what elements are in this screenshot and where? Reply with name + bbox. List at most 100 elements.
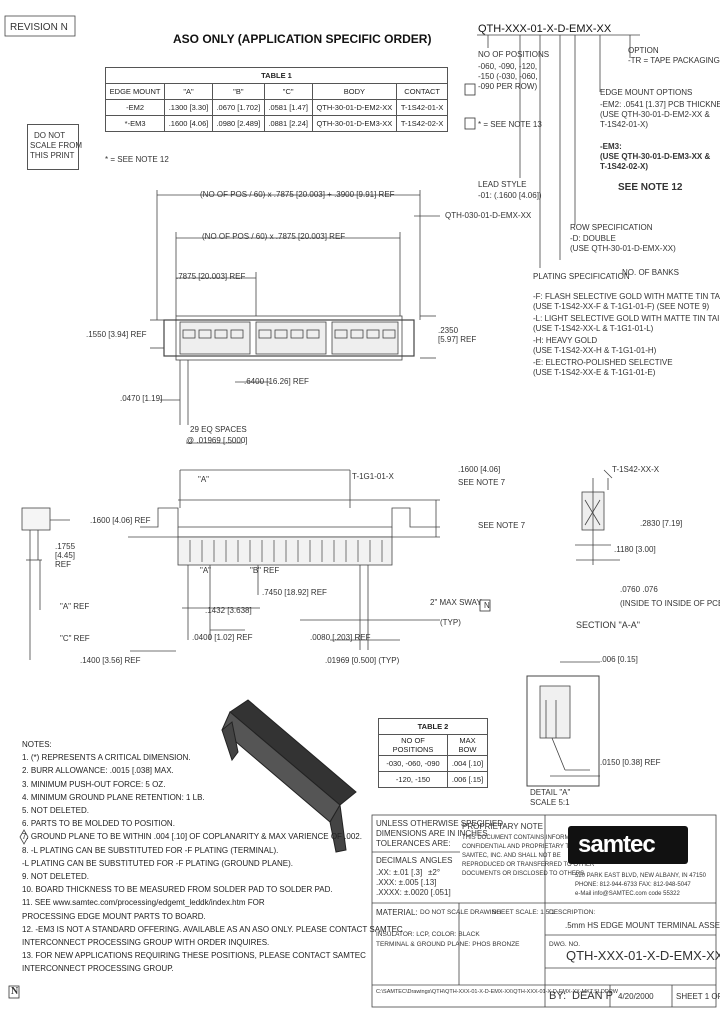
proprietary-line: CONFIDENTIAL AND PROPRIETARY TO <box>462 844 574 850</box>
em3-callout-title: -EM3: <box>600 142 622 151</box>
detail-label: DETAIL "A" <box>530 788 571 797</box>
dim-7450: .7450 [18.92] REF <box>262 588 327 597</box>
dim-spaces-pitch: @ .01969 [.5000] <box>186 436 248 445</box>
dim-sway: 2" MAX SWAY <box>430 598 482 607</box>
plating-line: (USE T-1S42-XX-H & T-1G1-01-H) <box>533 346 657 355</box>
table-cell: T-1S42-02-X <box>396 115 448 132</box>
table-1-header-cell: EDGE MOUNT <box>104 83 166 100</box>
plating-title: PLATING SPECIFICATION <box>533 272 630 281</box>
dim-t1g1: T-1G1-01-X <box>352 472 394 481</box>
section-1180: .1180 [3.00] <box>614 545 656 554</box>
note-item: 11. SEE www.samtec.com/processing/edgemt… <box>22 898 265 908</box>
table-cell: -120, -150 <box>377 771 449 788</box>
section-inside-pcb: (INSIDE TO INSIDE OF PCB) <box>620 599 720 608</box>
dim-side-height: .1755 [4.45] REF <box>55 542 76 569</box>
notes-block: NOTES: 1. (*) REPRESENTS A CRITICAL DIME… <box>22 738 403 976</box>
positions-callout-line: -150 (-030, -060, <box>478 72 538 81</box>
address-line: e-Mail info@SAMTEC.com code 55322 <box>575 891 680 897</box>
material-line: INSULATOR: LCP, COLOR: BLACK <box>376 931 480 938</box>
table-cell: .0980 [2.489] <box>211 115 265 132</box>
table-1-header-cell: BODY <box>311 83 398 100</box>
do-not-scale-drawing: DO NOT SCALE DRAWING <box>420 909 502 916</box>
dim-sway-typ: (TYP) <box>440 618 461 627</box>
option-callout-title: OPTION <box>628 46 659 55</box>
address-line: PHONE: 812-944-6733 FAX: 812-948-5047 <box>575 882 691 888</box>
scale-note-line: THIS PRINT <box>30 151 75 160</box>
detail-0150: .0150 [0.38] REF <box>600 758 661 767</box>
row-spec-line: (USE QTH-30-01-D-EMX-XX) <box>570 244 676 253</box>
dim-1432: .1432 [3.638] <box>205 606 252 615</box>
note-item: 1. (*) REPRESENTS A CRITICAL DIMENSION. <box>22 753 191 763</box>
note-item: PROCESSING EDGE MOUNT PARTS TO BOARD. <box>22 911 206 921</box>
em3-see-note: SEE NOTE 12 <box>618 182 683 193</box>
dwg-no-label: DWG. NO. <box>549 941 581 948</box>
table-cell: .006 [.15] <box>447 771 488 788</box>
dim-bank: (NO OF POS / 60) x .7875 [20.003] REF <box>202 232 346 241</box>
note-item: 5. NOT DELETED. <box>22 806 89 816</box>
material-label: MATERIAL: <box>376 908 418 917</box>
see-note-13: * = SEE NOTE 13 <box>478 120 542 129</box>
table-cell: -EM2 <box>104 99 166 116</box>
tol-decimals: DECIMALS <box>376 856 417 865</box>
tolerance-line: UNLESS OTHERWISE SPECIFIED, <box>376 819 506 828</box>
tolerance-line: TOLERANCES ARE: <box>376 839 451 848</box>
tol-xxxx: .XXXX: ±.0020 [.051] <box>376 888 451 897</box>
dim-left-height: .1550 [3.94] REF <box>86 330 147 339</box>
address-line: 520 PARK EAST BLVD, NEW ALBANY, IN 47150 <box>575 873 706 879</box>
lead-style-line: -01: (.1600 [4.06]) <box>478 191 542 200</box>
dim-see-note-7: SEE NOTE 7 <box>458 478 506 487</box>
dim-lead: .0470 [1.19] <box>120 394 163 403</box>
table-1-header-cell: "B" <box>211 83 265 100</box>
file-path: C:\SAMTEC\Drawings\QTH\QTH-XXX-01-X-D-EM… <box>376 989 618 995</box>
by-label: BY: <box>549 990 567 1002</box>
dwg-no: QTH-XXX-01-X-D-EMX-XX <box>566 948 720 963</box>
table-row: -120, -150 .006 [.15] <box>377 771 488 788</box>
section-label: SECTION "A-A" <box>576 620 640 630</box>
drawing-date: 4/20/2000 <box>618 992 654 1001</box>
table-cell: .1300 [3.30] <box>164 99 213 116</box>
table-2: TABLE 2 NO OF POSITIONS MAX BOW -030, -0… <box>377 718 488 788</box>
notes-title: NOTES: <box>22 740 52 749</box>
table-1-header: EDGE MOUNT "A" "B" "C" BODY CONTACT <box>104 83 448 100</box>
table-cell: QTH-30-01-D-EM2-XX <box>311 99 398 116</box>
table-2-header-cell: MAX BOW <box>447 734 488 756</box>
plating-line: (USE T-1S42-XX-L & T-1G1-01-L) <box>533 324 654 333</box>
dim-side-top: .1600 [4.06] REF <box>90 516 151 525</box>
dim-b-ref: "B" REF <box>250 566 280 575</box>
table-cell: .0581 [1.47] <box>263 99 313 116</box>
description-label: DESCRIPTION: <box>549 909 596 916</box>
table-1-header-cell: CONTACT <box>396 83 448 100</box>
view-a-label: "A" <box>198 475 210 484</box>
view-a-label-b: "A" <box>200 566 212 575</box>
note-item: 10. BOARD THICKNESS TO BE MEASURED FROM … <box>22 885 333 895</box>
scale-note-line: DO NOT <box>34 131 66 140</box>
section-0760: .0760 .076 <box>620 585 658 594</box>
dim-h1600: .1600 [4.06] <box>458 465 501 474</box>
dim-0400: .0400 [1.02] REF <box>192 633 253 642</box>
note-item: 9. NOT DELETED. <box>22 872 89 882</box>
table-cell: .0881 [2.24] <box>263 115 313 132</box>
detail-scale: SCALE 5:1 <box>530 798 570 807</box>
note-item: 13. FOR NEW APPLICATIONS REQUIRING THESE… <box>22 951 366 961</box>
tolerance-line: DIMENSIONS ARE IN INCHES <box>376 829 488 838</box>
dim-right-height: .2350 [5.97] REF <box>438 326 477 344</box>
sheet-number: SHEET 1 OF 1 <box>676 992 720 1001</box>
table-2-title: TABLE 2 <box>378 718 488 735</box>
proprietary-line: THIS DOCUMENT CONTAINS INFORMATION <box>462 835 588 841</box>
table-row: *-EM3 .1600 [4.06] .0980 [2.489] .0881 [… <box>104 115 448 132</box>
dim-0080: .0080 [.203] REF <box>310 633 371 642</box>
note-item: 7. GROUND PLANE TO BE WITHIN .004 [.10] … <box>22 832 362 842</box>
tol-angles: ANGLES <box>420 856 453 865</box>
note-item: 6. PARTS TO BE MOLDED TO POSITION. <box>22 819 175 829</box>
positions-callout-title: NO OF POSITIONS <box>478 50 550 59</box>
plating-line: (USE T-1S42-XX-E & T-1G1-01-E) <box>533 368 656 377</box>
tol-xx: .XX: ±.01 [.3] <box>376 868 423 877</box>
plating-line: -F: FLASH SELECTIVE GOLD WITH MATTE TIN … <box>533 292 720 301</box>
table-1-title: TABLE 1 <box>105 67 448 84</box>
note-item: 8. -L PLATING CAN BE SUBSTITUTED FOR -F … <box>22 845 279 855</box>
table-1-header-cell: "C" <box>263 83 313 100</box>
drawn-by: DEAN P <box>572 990 613 1002</box>
scale-note-box: DO NOT SCALE FROM THIS PRINT <box>27 124 82 170</box>
samtec-logo-text: samtec <box>578 831 656 858</box>
proprietary-line: DOCUMENTS OR DISCLOSED TO OTHERS <box>462 871 585 877</box>
